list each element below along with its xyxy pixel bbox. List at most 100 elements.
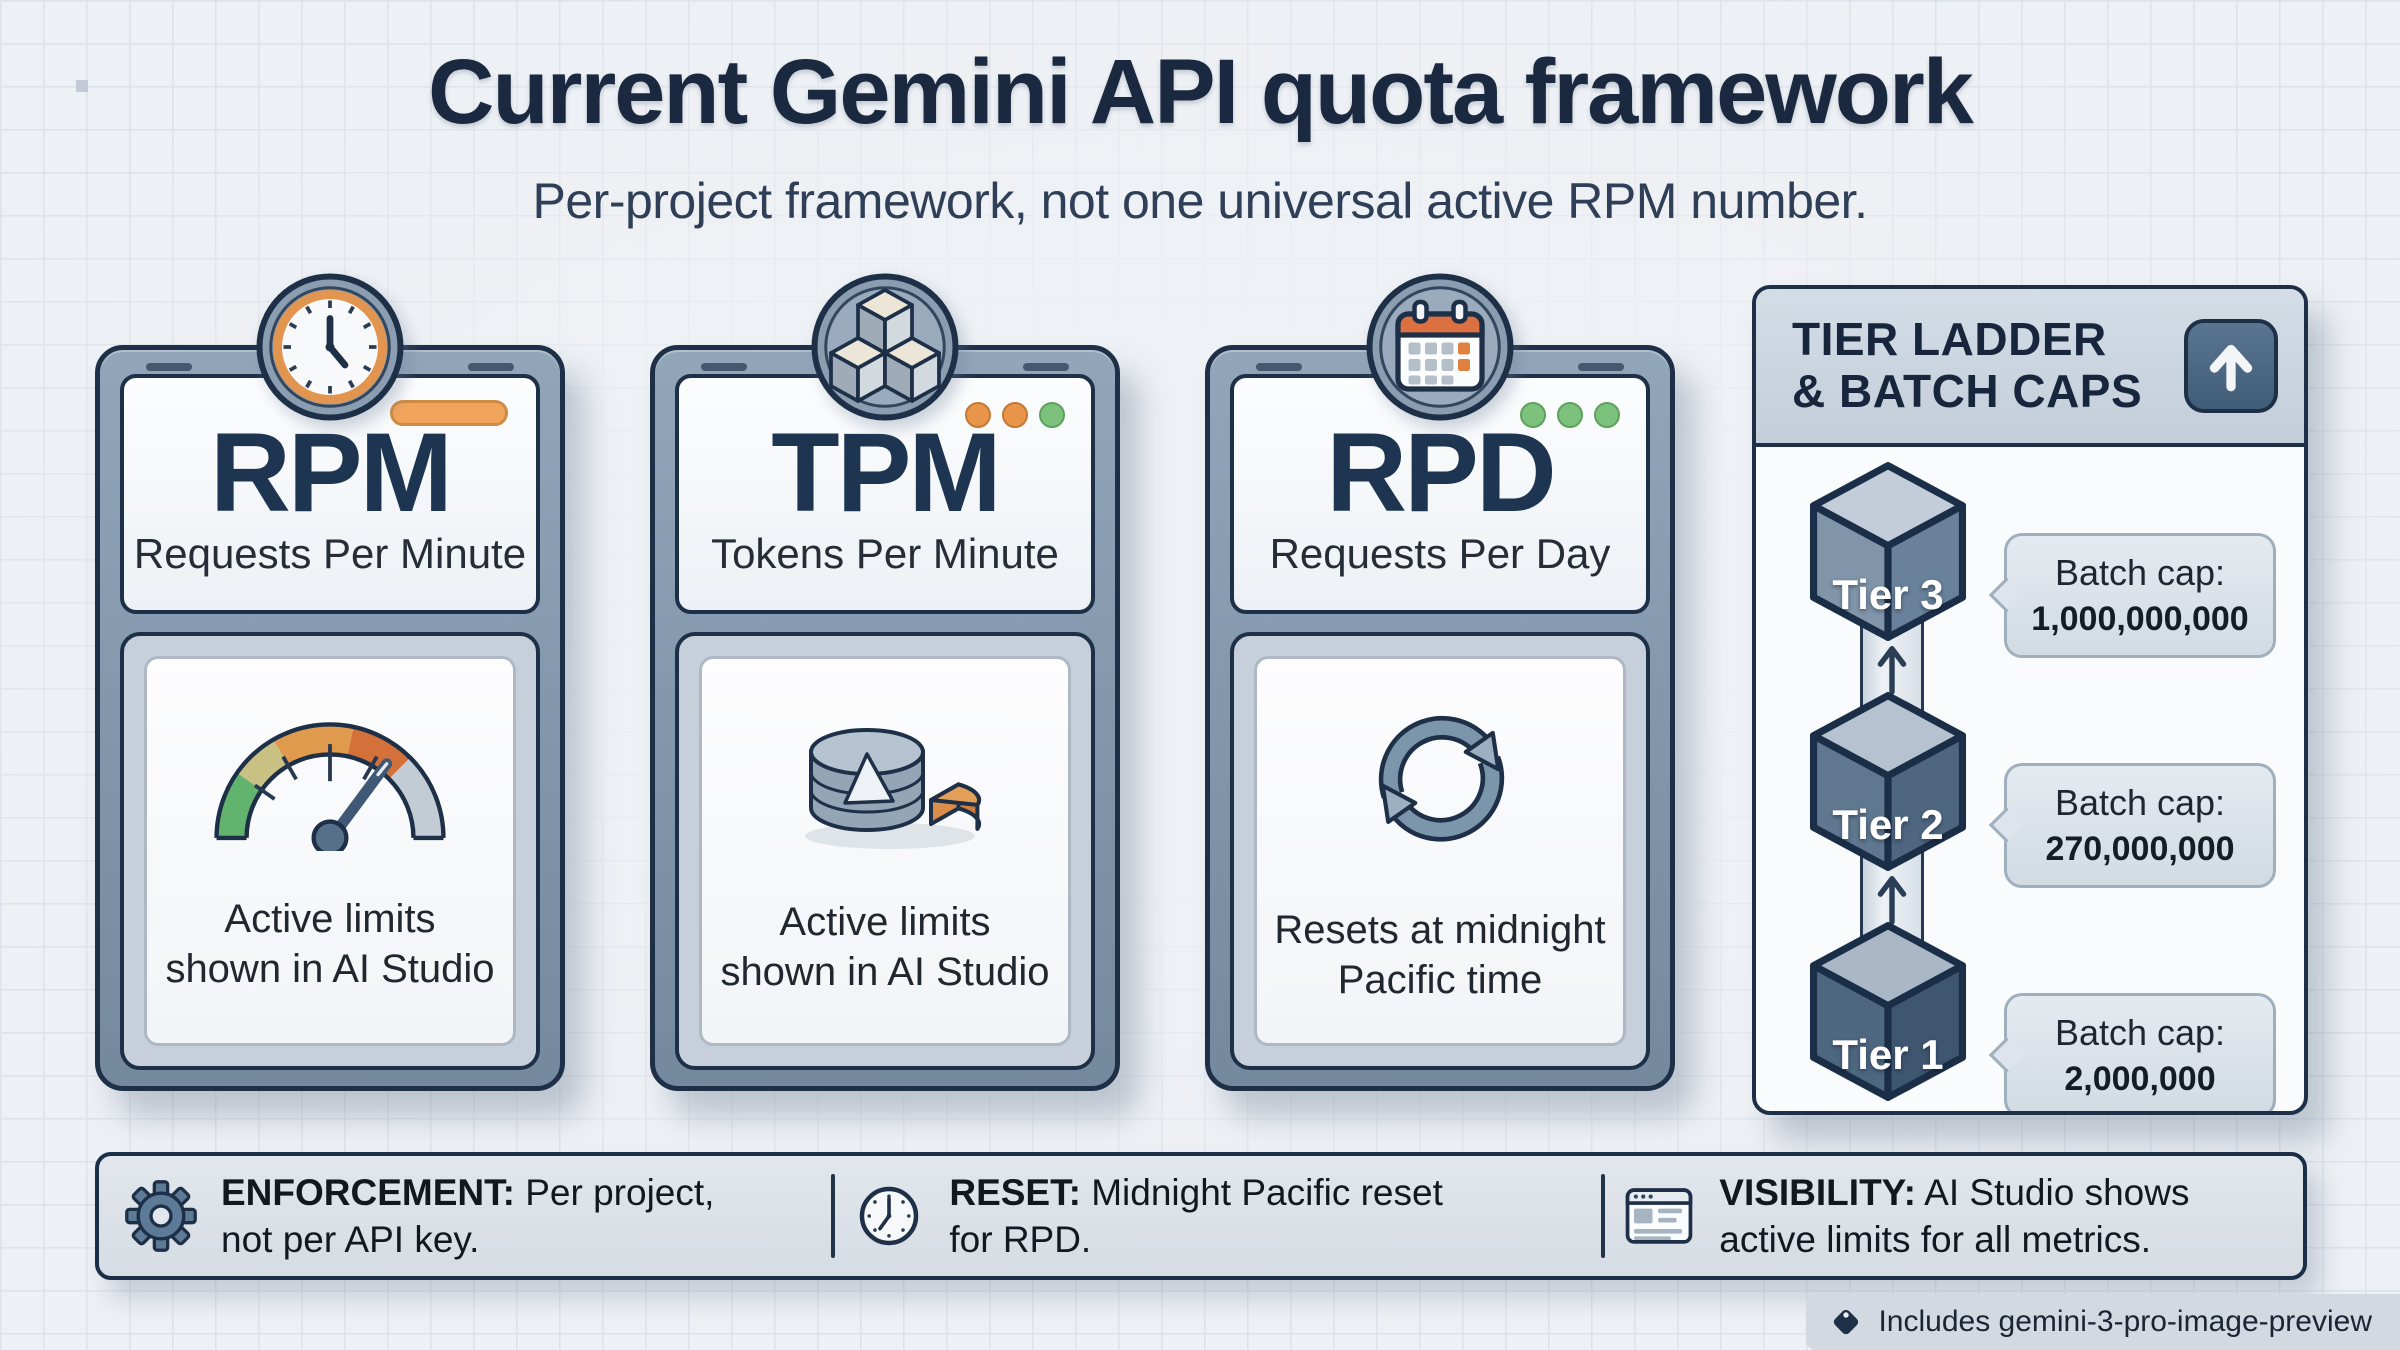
card-note: Active limits shown in AI Studio	[720, 898, 1049, 997]
calendar-icon	[1365, 272, 1515, 422]
window-dot	[1594, 402, 1620, 428]
token-pie-icon	[775, 704, 995, 854]
card-body-frame: Active limits shown in AI Studio	[675, 632, 1095, 1070]
card-note-line: Pacific time	[1337, 957, 1543, 1002]
footer-line: AI Studio shows	[1915, 1171, 2190, 1213]
card-note-line: Resets at midnight	[1274, 907, 1606, 952]
up-arrow-icon	[1877, 876, 1907, 925]
tier-label: Tier 1	[1832, 1030, 1944, 1078]
footer-text: VISIBILITY: AI Studio shows active limit…	[1719, 1169, 2189, 1264]
window-dots	[1520, 402, 1620, 428]
tier-panel-title: TIER LADDER & BATCH CAPS	[1792, 313, 2184, 418]
card-note-line: Active limits	[224, 897, 436, 942]
batch-cap-value: 2,000,000	[2064, 1059, 2216, 1098]
card-frame: RPD Requests Per Day	[1205, 345, 1675, 1091]
batch-cap-label: Batch cap:	[2054, 552, 2226, 593]
model-tag: Includes gemini-3-pro-image-preview	[1806, 1294, 2400, 1350]
tier-title-line: TIER LADDER	[1792, 313, 2107, 366]
accent-pill	[390, 400, 508, 426]
frame-dash	[468, 363, 514, 371]
browser-icon	[1621, 1178, 1697, 1254]
batch-cap-value: 270,000,000	[2045, 829, 2235, 868]
frame-dash	[701, 363, 747, 371]
tier3-batch-cap-bubble: Batch cap: 1,000,000,000	[2004, 533, 2276, 658]
gauge-icon	[210, 707, 450, 852]
footer-line: active limits for all metrics.	[1719, 1219, 2151, 1260]
tier-label: Tier 3	[1832, 570, 1944, 618]
footer-prefix: VISIBILITY:	[1719, 1171, 1916, 1213]
card-note: Resets at midnight Pacific time	[1274, 906, 1605, 1005]
tag-label: Includes gemini-3-pro-image-preview	[1878, 1305, 2372, 1338]
page-subtitle: Per-project framework, not one universal…	[532, 173, 1868, 229]
card-rpd: RPD Requests Per Day	[1205, 272, 1675, 1091]
card-body-frame: Resets at midnight Pacific time	[1230, 632, 1650, 1070]
frame-dash	[1256, 363, 1302, 371]
tier-label: Tier 2	[1832, 800, 1944, 848]
up-arrow-icon	[2184, 319, 2278, 413]
card-note-line: shown in AI Studio	[165, 947, 495, 991]
window-dot	[1520, 402, 1546, 428]
footer-prefix: RESET:	[949, 1171, 1081, 1213]
footer-bar: ENFORCEMENT: Per project, not per API ke…	[95, 1152, 2307, 1280]
card-name: Tokens Per Minute	[711, 530, 1059, 578]
page-title: Current Gemini API quota framework	[428, 41, 1974, 143]
card-name: Requests Per Day	[1269, 530, 1611, 578]
footer-item-enforcement: ENFORCEMENT: Per project, not per API ke…	[123, 1169, 815, 1264]
footer-text: RESET: Midnight Pacific reset for RPD.	[949, 1169, 1443, 1264]
footer-divider	[1601, 1174, 1606, 1258]
tag-icon	[1834, 1309, 1859, 1335]
footer-line: Midnight Pacific reset	[1080, 1171, 1443, 1213]
tier-panel-header: TIER LADDER & BATCH CAPS	[1756, 289, 2304, 447]
card-body-panel: Active limits shown in AI Studio	[699, 656, 1071, 1046]
card-acronym: RPM	[210, 409, 453, 535]
tier1-batch-cap-bubble: Batch cap: 2,000,000	[2004, 993, 2276, 1111]
footer-line: for RPD.	[949, 1219, 1092, 1260]
clock-icon	[255, 272, 405, 422]
tier2-batch-cap-bubble: Batch cap: 270,000,000	[2004, 763, 2276, 888]
card-note-line: Active limits	[779, 900, 991, 945]
footer-item-reset: RESET: Midnight Pacific reset for RPD.	[851, 1169, 1585, 1264]
footer-divider	[831, 1174, 836, 1258]
window-dot	[1557, 402, 1583, 428]
refresh-icon	[1358, 697, 1523, 862]
tier-ladder-panel: TIER LADDER & BATCH CAPS	[1752, 285, 2308, 1115]
card-tpm: TPM Tokens Per Minute	[650, 272, 1120, 1091]
card-acronym: RPD	[1326, 409, 1556, 535]
card-frame: TPM Tokens Per Minute	[650, 345, 1120, 1091]
tier-ladder-body: Tier 3 Batch cap: 1,000,000,000 Tier 2 B…	[1756, 447, 2304, 1111]
footer-prefix: ENFORCEMENT:	[221, 1171, 515, 1213]
batch-cap-label: Batch cap:	[2054, 782, 2226, 823]
card-note: Active limits shown in AI Studio	[165, 895, 494, 994]
batch-cap-label: Batch cap:	[2054, 1012, 2226, 1053]
grid-artifact-square	[76, 80, 88, 92]
gear-icon	[123, 1178, 199, 1254]
window-dots	[965, 402, 1065, 428]
tier3-cube: Tier 3	[1802, 457, 1974, 651]
card-name: Requests Per Minute	[133, 530, 527, 578]
footer-line: Per project,	[514, 1171, 715, 1213]
card-body-panel: Resets at midnight Pacific time	[1254, 656, 1626, 1046]
frame-dash	[1023, 363, 1069, 371]
card-frame: RPM Requests Per Minute	[95, 345, 565, 1091]
card-body-panel: Active limits shown in AI Studio	[144, 656, 516, 1046]
card-note-line: shown in AI Studio	[720, 950, 1050, 994]
window-dot	[1039, 402, 1065, 428]
frame-dash	[146, 363, 192, 371]
card-acronym: TPM	[771, 409, 1001, 535]
card-rpm: RPM Requests Per Minute	[95, 272, 565, 1091]
footer-text: ENFORCEMENT: Per project, not per API ke…	[221, 1169, 714, 1264]
card-body-frame: Active limits shown in AI Studio	[120, 632, 540, 1070]
up-arrow-icon	[1877, 646, 1907, 695]
window-dot	[1002, 402, 1028, 428]
tier1-cube: Tier 1	[1802, 917, 1974, 1111]
card-header-panel: TPM Tokens Per Minute	[675, 374, 1095, 614]
tier2-cube: Tier 2	[1802, 687, 1974, 881]
window-dot	[965, 402, 991, 428]
batch-cap-value: 1,000,000,000	[2031, 599, 2249, 638]
footer-item-visibility: VISIBILITY: AI Studio shows active limit…	[1621, 1169, 2279, 1264]
frame-dash	[1578, 363, 1624, 371]
clock-icon	[851, 1178, 927, 1254]
tier-title-line: & BATCH CAPS	[1792, 365, 2143, 417]
token-cubes-icon	[810, 272, 960, 422]
